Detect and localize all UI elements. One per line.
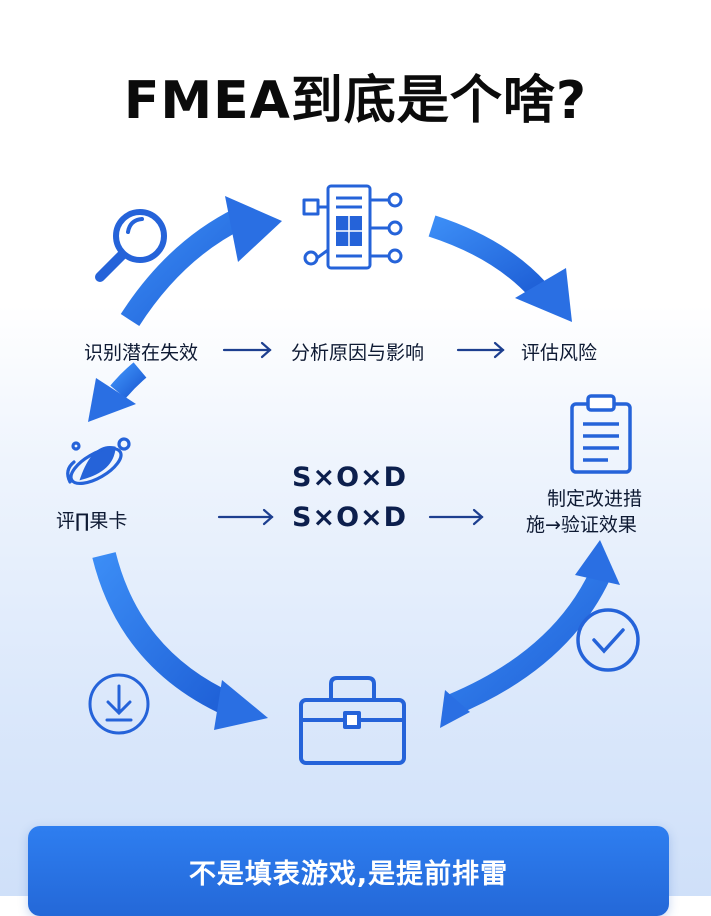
banner-text: 不是填表游戏,是提前排雷 (188, 859, 509, 890)
cycle-arrow-bottom-right (440, 540, 620, 728)
summary-banner: 不是填表游戏,是提前排雷 (28, 826, 669, 916)
cycle-arrow-top-right (428, 215, 572, 322)
step-analyze-cause-effect: 分析原因与影响 (291, 342, 425, 364)
formula-sod-line2: S×O×D (292, 502, 408, 533)
toolbox-icon (299, 676, 406, 765)
formula-sod-line1: S×O×D (292, 462, 408, 493)
connector-arrow-identify-analyze (222, 341, 272, 359)
download-icon (88, 673, 150, 735)
rocket-icon (66, 437, 131, 486)
connector-arrow-score-formula (217, 508, 274, 526)
cycle-arrow-left-down (88, 362, 147, 422)
fmea-cycle-diagram (66, 184, 640, 765)
step-score-card: 评∏果卡 (56, 510, 128, 532)
connector-arrow-analyze-assess (456, 341, 505, 359)
cycle-arrow-bottom-left (92, 552, 268, 730)
cycle-arrow-top-left (120, 196, 282, 326)
check-circle-icon (576, 608, 640, 672)
magnifier-icon (95, 209, 167, 282)
process-diagram-icon (302, 184, 403, 270)
step-identify-failure: 识别潜在失效 (84, 342, 199, 364)
step-improve-line1: 制定改进措 (547, 488, 643, 510)
step-improve-line2: 施→验证效果 (526, 514, 637, 536)
connector-arrow-formula-improve (428, 508, 484, 526)
clipboard-icon (570, 394, 632, 474)
page-title: FMEA到底是个啥? (123, 71, 588, 131)
step-assess-risk: 评估风险 (521, 342, 598, 364)
